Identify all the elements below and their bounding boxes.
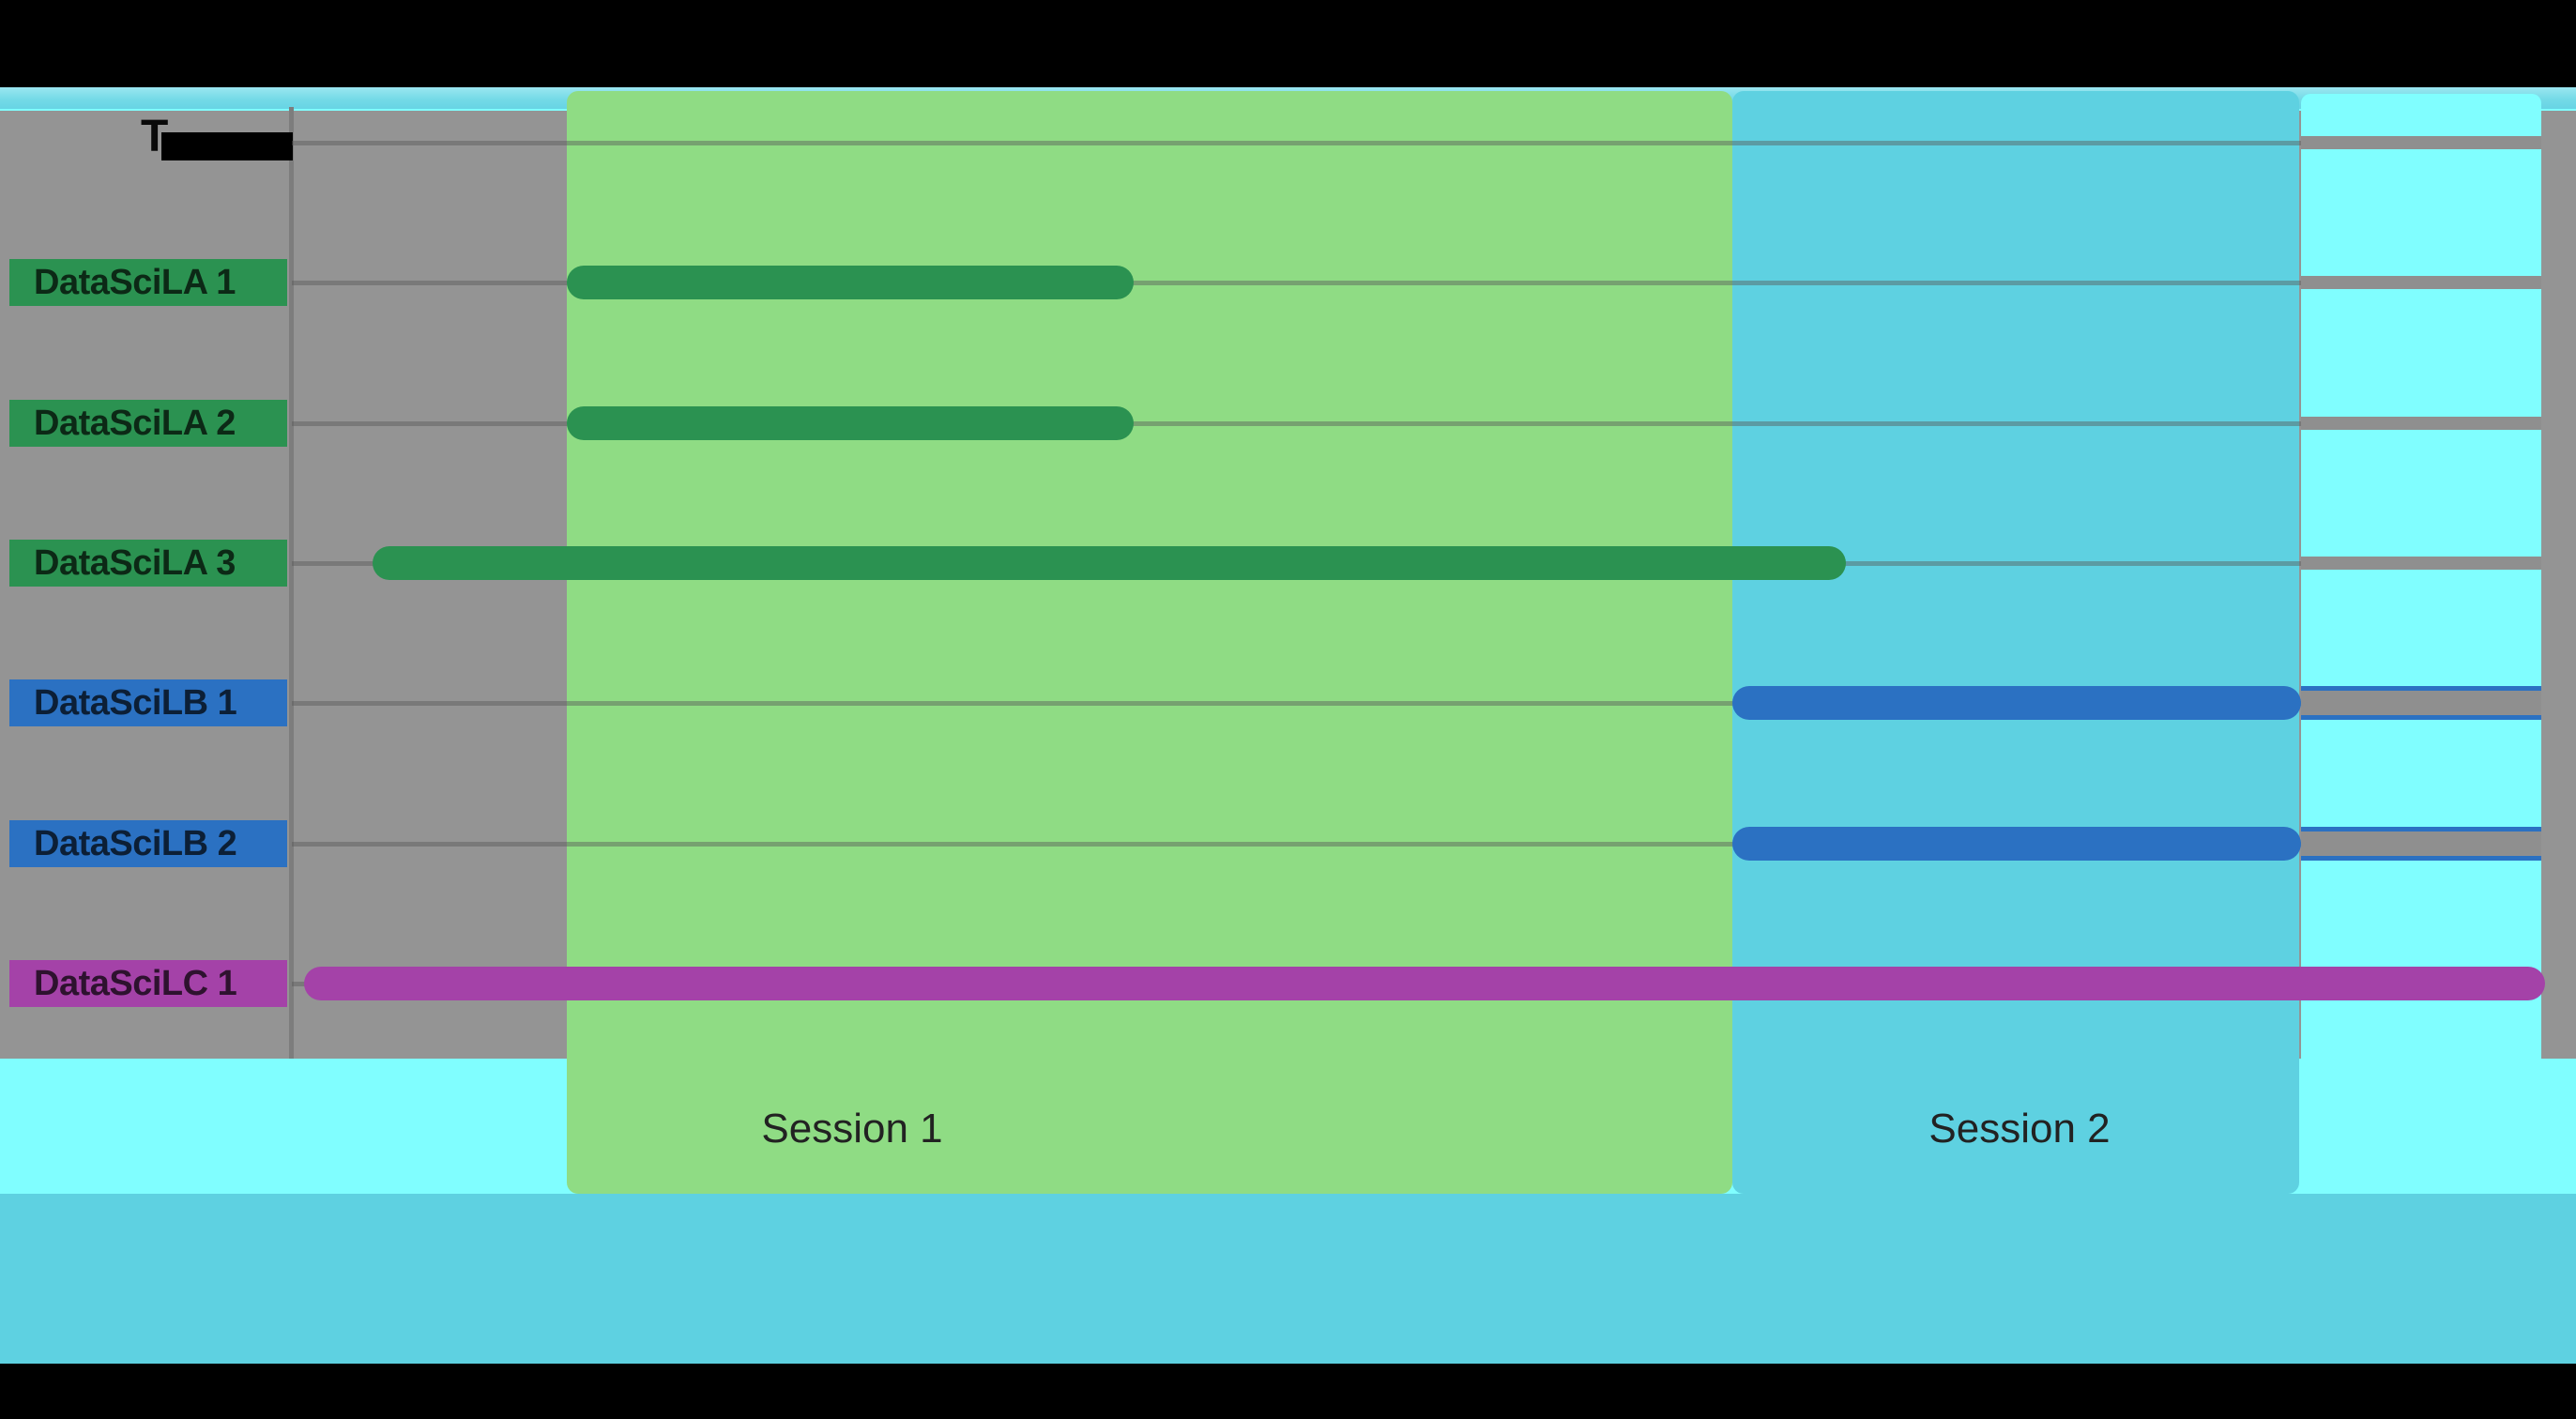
gridline <box>292 281 2541 285</box>
session-panel-1 <box>567 91 1732 1194</box>
right-highlight-column <box>2301 94 2541 1194</box>
bottom-black-bar <box>0 1364 2576 1419</box>
top-black-bar <box>0 0 2576 87</box>
task-bar[interactable] <box>567 406 1134 440</box>
task-label: DataSciLB 2 <box>9 820 287 867</box>
gridline <box>292 421 2541 426</box>
row-band <box>2301 557 2541 570</box>
row-band <box>2301 417 2541 430</box>
footer-cyan-band <box>0 1194 2576 1364</box>
task-label: DataSciLA 3 <box>9 540 287 587</box>
session-label-1: Session 1 <box>761 1106 943 1152</box>
task-label: DataSciLB 1 <box>9 679 287 726</box>
task-bar[interactable] <box>373 546 1846 580</box>
label-gutter-divider <box>289 107 294 1059</box>
bar-extension <box>2301 827 2541 861</box>
session-panel-2 <box>1732 91 2299 1194</box>
task-bar[interactable] <box>1732 827 2301 861</box>
row-band <box>2301 136 2541 149</box>
task-label: DataSciLA 2 <box>9 400 287 447</box>
task-bar[interactable] <box>1732 686 2301 720</box>
bar-extension <box>2301 686 2541 720</box>
task-label: DataSciLC 1 <box>9 960 287 1007</box>
task-bar[interactable] <box>567 266 1134 299</box>
task-label: DataSciLA 1 <box>9 259 287 306</box>
redaction-box <box>161 132 293 160</box>
row-band <box>2301 276 2541 289</box>
gridline <box>292 701 2541 706</box>
gridline <box>292 141 2541 145</box>
task-bar[interactable] <box>304 967 2545 1000</box>
gridline <box>292 842 2541 847</box>
session-label-2: Session 2 <box>1928 1106 2111 1152</box>
